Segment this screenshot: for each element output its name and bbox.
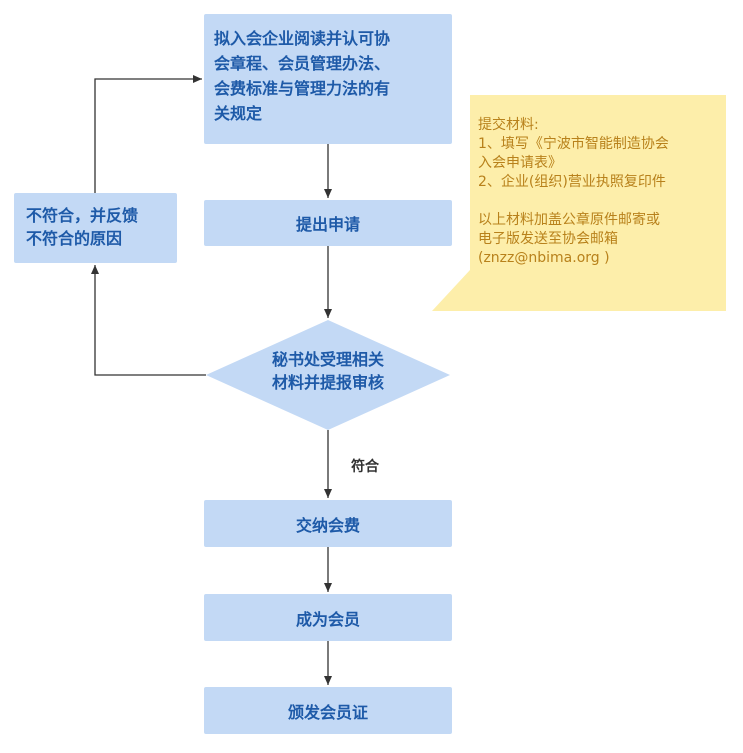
note-footer: (znzz@nbima.org ) <box>478 250 610 266</box>
arrow-review-to-feedback <box>91 265 206 376</box>
feedback-line: 不符合，并反馈 <box>26 206 139 225</box>
step-read-rules-line: 会章程、会员管理办法、 <box>214 54 391 73</box>
feedback-line: 不符合的原因 <box>26 229 123 248</box>
note-footer: 以上材料加盖公章原件邮寄或 <box>478 212 660 228</box>
feedback-box: 不符合，并反馈 不符合的原因 <box>14 193 177 263</box>
review-diamond <box>206 320 450 430</box>
note-callout <box>432 95 726 311</box>
arrow-feedback-to-read <box>94 75 202 193</box>
step-review-line: 秘书处受理相关 <box>271 350 384 369</box>
note-item: 1、填写《宁波市智能制造协会 <box>478 136 669 152</box>
step-submit-label: 提出申请 <box>295 215 360 234</box>
materials-note: 提交材料: 1、填写《宁波市智能制造协会 入会申请表》 2、企业(组织)营业执照… <box>478 116 723 268</box>
step-issue-cert-label: 颁发会员证 <box>287 702 368 722</box>
step-pay-fee-label: 交纳会费 <box>295 515 360 535</box>
step-become-member: 成为会员 <box>204 594 452 641</box>
note-item: 入会申请表》 <box>478 155 562 171</box>
step-submit: 提出申请 <box>204 200 452 246</box>
note-heading: 提交材料: <box>478 117 539 133</box>
edge-label-pass: 符合 <box>351 459 379 475</box>
note-item: 2、企业(组织)营业执照复印件 <box>478 174 666 190</box>
step-issue-cert: 颁发会员证 <box>204 687 452 734</box>
step-pay-fee: 交纳会费 <box>204 500 452 547</box>
step-become-member-label: 成为会员 <box>295 609 360 629</box>
note-footer: 电子版发送至协会邮箱 <box>478 231 618 247</box>
step-review-label: 秘书处受理相关 材料并提报审核 <box>228 348 428 394</box>
note-spacer <box>478 192 723 211</box>
step-read-rules-line: 拟入会企业阅读并认可协 <box>214 29 391 48</box>
step-read-rules: 拟入会企业阅读并认可协 会章程、会员管理办法、 会费标准与管理力法的有 关规定 <box>204 14 452 144</box>
step-read-rules-line: 关规定 <box>214 104 263 123</box>
step-read-rules-line: 会费标准与管理力法的有 <box>214 79 391 98</box>
step-review-line: 材料并提报审核 <box>271 373 384 392</box>
